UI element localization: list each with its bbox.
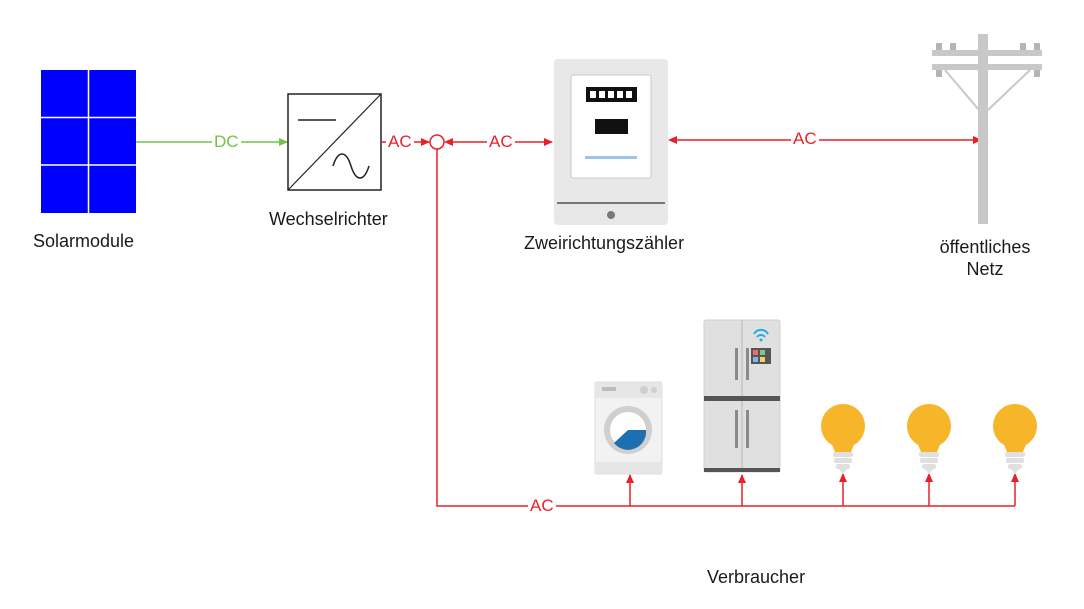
inverter-icon [287, 93, 382, 191]
ac-flow-label-inverter: AC [386, 132, 414, 152]
grid-label: öffentliches Netz [933, 236, 1037, 280]
light-bulb-icon [993, 404, 1037, 474]
meter-label: Zweirichtungszähler [524, 233, 685, 253]
bidirectional-meter-icon [554, 59, 668, 225]
light-bulb-icon [821, 404, 865, 474]
fridge-icon [703, 319, 781, 473]
grid-label-line2: Netz [966, 259, 1004, 279]
washing-machine-icon [594, 381, 663, 475]
grid-label-line1: öffentliches [939, 237, 1031, 257]
ac-flow-label-grid: AC [791, 129, 819, 149]
light-bulb-icon [907, 404, 951, 474]
dc-flow-label: DC [212, 132, 241, 152]
ac-bus-line [436, 149, 1015, 507]
utility-pole-icon [932, 34, 1042, 224]
solar-panel-icon [41, 70, 136, 213]
consumers-label: Verbraucher [707, 567, 806, 587]
solar-label: Solarmodule [33, 231, 135, 251]
inverter-label: Wechselrichter [269, 209, 388, 229]
junction-node [429, 134, 445, 150]
ac-flow-label-consumers: AC [528, 496, 556, 516]
ac-flow-label-meter: AC [487, 132, 515, 152]
